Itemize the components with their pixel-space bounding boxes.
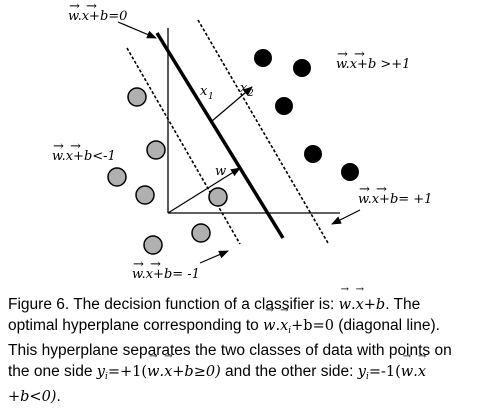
grey-point: [208, 187, 228, 207]
vec-arrow-w: →: [53, 139, 64, 154]
caption-eq3-dot: .: [159, 363, 165, 380]
label-vector-x2: x 2: [240, 81, 254, 99]
caption-eq3-rest: +b≥0): [172, 363, 221, 380]
black-point: [293, 59, 311, 77]
caption-eq4-sub: i: [365, 371, 369, 382]
caption-eq3-eq: =+1(: [107, 363, 148, 380]
label-vector-x2-sub: 2: [247, 89, 254, 99]
caption-figure-label: Figure 6: [8, 296, 65, 313]
caption-text-3: (diagonal line). This hyperplane separat…: [8, 316, 452, 380]
label-vector-x1-sub: 1: [208, 92, 214, 102]
caption-eq1-x: x: [356, 285, 364, 316]
vec-arrow-w: →: [359, 182, 370, 197]
vec-arrow-x: →: [376, 182, 387, 197]
caption-eq4-x: x: [418, 352, 426, 383]
black-point: [304, 145, 322, 163]
label-margin-positive-text: w.x+b= +1: [358, 192, 432, 207]
svm-diagram: w.x+b=0 → → w.x+b >+1 → → w.x+b<-1 → → w…: [52, 0, 432, 282]
black-point: [254, 49, 272, 67]
caption-eq3-x: x: [164, 352, 172, 383]
grey-point: [146, 140, 166, 160]
figure-caption: Figure 6. The decision function of a cla…: [8, 285, 472, 408]
label-vector-x1-text: x: [200, 84, 208, 99]
caption-text-2: . The optimal hyperplane corresponding t…: [8, 296, 421, 334]
black-point: [341, 163, 359, 181]
grey-point: [127, 87, 147, 107]
label-class-negative-text: w.x+b<-1: [52, 149, 116, 164]
vec-arrow-x: →: [150, 257, 161, 272]
label-hyperplane-text: w.x+b=0: [68, 9, 127, 24]
caption-eq2-rest: +b=0: [291, 317, 334, 334]
grey-point: [135, 185, 155, 205]
label-vector-x2-text: x: [240, 81, 248, 96]
caption-eq2-x: x: [280, 306, 288, 337]
vector-w-arrow: [167, 167, 241, 214]
hyperplane-label-arrow: [117, 21, 157, 39]
label-vector-w: w: [215, 164, 226, 179]
vec-arrow-w: →: [133, 257, 144, 272]
label-vector-x1: x 1: [200, 84, 214, 102]
black-point: [275, 97, 293, 115]
caption-eq3-w: w: [147, 352, 160, 383]
vec-arrow-x: →: [86, 0, 97, 14]
caption-text-5: .: [56, 388, 61, 405]
grey-point: [191, 223, 211, 243]
data-points: [107, 49, 359, 255]
caption-eq1-rest: +b: [363, 297, 386, 313]
label-margin-positive: w.x+b= +1 → →: [358, 182, 432, 207]
margin-positive-label-arrow: [331, 209, 361, 225]
caption-eq3-y: y: [96, 363, 105, 380]
label-margin-negative-text: w.x+b= -1: [132, 267, 200, 282]
margin-negative-label-arrow: [199, 250, 229, 264]
caption-eq1-dot: .: [350, 297, 356, 313]
caption-eq4-w: w: [401, 352, 414, 383]
caption-eq2-w: w: [263, 306, 276, 337]
caption-eq1-w: w: [339, 285, 352, 316]
vec-arrow-x: →: [70, 139, 81, 154]
label-class-positive-text: w.x+b >+1: [336, 57, 410, 72]
grey-point: [107, 167, 127, 187]
caption-text-4: and the other side:: [220, 362, 358, 380]
caption-eq2-dot: .: [275, 317, 281, 334]
caption-eq4-rest: +b<0): [8, 389, 57, 405]
caption-eq3-sub: i: [104, 371, 108, 382]
margin-line-negative: [126, 47, 241, 245]
caption-eq2-sub: i: [288, 325, 292, 336]
vec-arrow-w: →: [337, 47, 348, 62]
margin-line-positive: [197, 19, 329, 244]
label-margin-negative: w.x+b= -1 → →: [132, 257, 200, 282]
caption-eq4-dot: .: [413, 363, 418, 380]
vec-arrow-x: →: [354, 47, 365, 62]
label-class-positive: w.x+b >+1 → →: [336, 47, 410, 72]
label-hyperplane: w.x+b=0 → →: [68, 0, 127, 24]
caption-text-1: . The decision function of a classifier …: [64, 296, 339, 313]
caption-eq4-eq: =-1(: [368, 363, 401, 380]
label-class-negative: w.x+b<-1 → →: [52, 139, 116, 164]
grey-point: [143, 235, 163, 255]
vector-x1-x2-arrow: [211, 86, 253, 122]
hyperplane-line: [155, 32, 285, 239]
caption-eq4-y: y: [357, 363, 366, 380]
vec-arrow-w: →: [69, 0, 80, 14]
